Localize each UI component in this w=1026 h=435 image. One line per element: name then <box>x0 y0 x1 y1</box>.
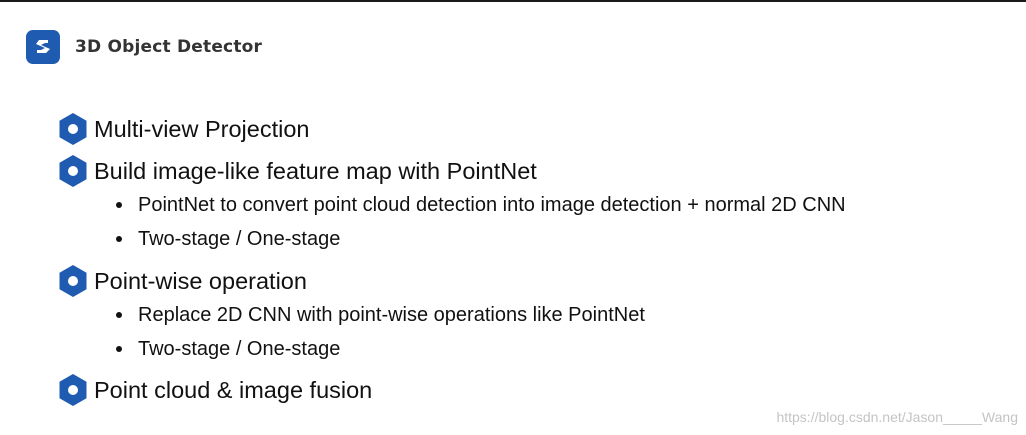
hexagon-bullet-icon <box>59 113 87 145</box>
sub-bullet-item: PointNet to convert point cloud detectio… <box>58 188 998 222</box>
bullet-text: Point cloud & image fusion <box>94 376 373 403</box>
bullet-section-2: Build image-like feature map with PointN… <box>58 154 998 256</box>
bullet-item: Build image-like feature map with PointN… <box>58 154 998 188</box>
bullet-item: Point cloud & image fusion <box>58 373 998 407</box>
bullet-section-1: Multi-view Projection <box>58 112 998 146</box>
logo-icon <box>26 30 60 64</box>
sub-bullet-text: Two-stage / One-stage <box>138 337 341 360</box>
bullet-dot-icon <box>116 236 122 242</box>
bullet-section-4: Point cloud & image fusion <box>58 373 998 407</box>
watermark-url: https://blog.csdn.net/Jason_____Wang <box>776 409 1018 425</box>
bullet-list: Multi-view Projection Build image-like f… <box>58 112 998 407</box>
sub-bullet-item: Two-stage / One-stage <box>58 222 998 256</box>
sub-bullet-list: Replace 2D CNN with point-wise operation… <box>58 298 998 366</box>
top-border-rule <box>0 0 1026 2</box>
bullet-dot-icon <box>116 312 122 318</box>
bullet-item: Multi-view Projection <box>58 112 998 146</box>
bullet-item: Point-wise operation <box>58 264 998 298</box>
sub-bullet-text: Two-stage / One-stage <box>138 227 341 250</box>
hexagon-bullet-icon <box>59 265 87 297</box>
sub-bullet-item: Two-stage / One-stage <box>58 332 998 366</box>
bullet-text: Point-wise operation <box>94 267 307 294</box>
bullet-dot-icon <box>116 202 122 208</box>
hexagon-bullet-icon <box>59 374 87 406</box>
bullet-text: Multi-view Projection <box>94 115 310 142</box>
sub-bullet-text: PointNet to convert point cloud detectio… <box>138 193 846 216</box>
page-title: 3D Object Detector <box>75 37 263 57</box>
hexagon-bullet-icon <box>59 155 87 187</box>
bullet-section-3: Point-wise operation Replace 2D CNN with… <box>58 264 998 366</box>
bullet-text: Build image-like feature map with PointN… <box>94 157 537 184</box>
bullet-dot-icon <box>116 346 122 352</box>
sub-bullet-list: PointNet to convert point cloud detectio… <box>58 188 998 256</box>
sub-bullet-item: Replace 2D CNN with point-wise operation… <box>58 298 998 332</box>
slide-header: 3D Object Detector <box>26 30 262 64</box>
sub-bullet-text: Replace 2D CNN with point-wise operation… <box>138 303 645 326</box>
